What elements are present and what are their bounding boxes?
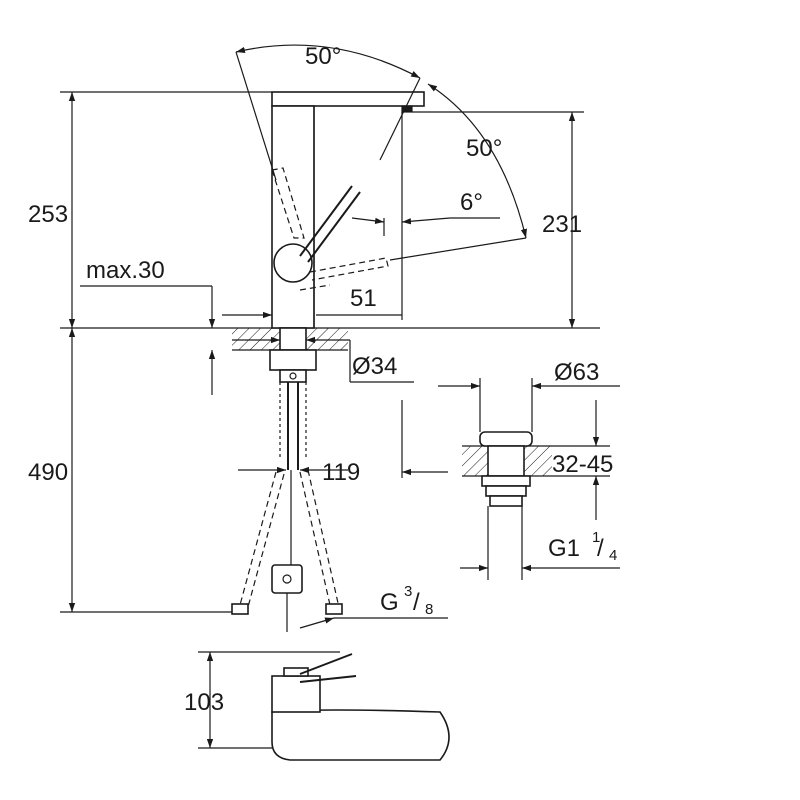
- fraction-slash: /: [413, 589, 420, 616]
- waste-valve: [462, 431, 552, 507]
- label-angle-small: 6°: [460, 189, 483, 216]
- arc-50-top: [235, 44, 421, 79]
- label-height-total: 253: [28, 201, 68, 228]
- label-angle-top: 50°: [305, 43, 341, 70]
- supply-hoses: [231, 382, 343, 632]
- label-top-view-height: 103: [184, 689, 224, 716]
- arc-50-right: [427, 83, 527, 239]
- tap-top-view: [271, 653, 450, 761]
- label-waste-diameter: Ø63: [554, 359, 599, 386]
- label-waste-thread: G1: [548, 535, 580, 562]
- label-below-length: 490: [28, 459, 68, 486]
- label-hose-spacing: 119: [322, 459, 360, 486]
- label-hose-thread: G: [380, 589, 399, 616]
- fraction-slash: /: [597, 535, 604, 562]
- label-spout-reach: 51: [350, 285, 377, 312]
- label-hose-thread-num: 3: [404, 583, 412, 600]
- arc-6: [351, 217, 385, 225]
- label-hole-diameter: Ø34: [352, 353, 397, 380]
- label-height-spout: 231: [542, 211, 582, 238]
- label-counter-range: 32-45: [552, 451, 613, 478]
- label-waste-thread-den: 4: [609, 547, 617, 564]
- label-waste-thread-num: 1: [592, 529, 600, 546]
- label-hose-thread-den: 8: [425, 601, 433, 618]
- label-angle-right: 50°: [466, 135, 502, 162]
- label-max-thickness: max.30: [86, 257, 165, 284]
